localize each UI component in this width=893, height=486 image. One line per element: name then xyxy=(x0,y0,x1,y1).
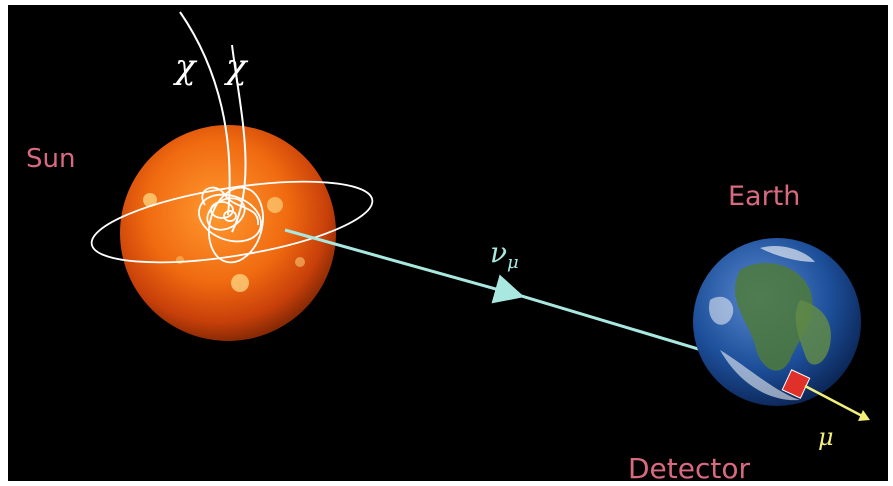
label-sun: Sun xyxy=(26,144,75,174)
label-earth: Earth xyxy=(728,181,800,212)
label-wimp-1: χ xyxy=(173,47,198,87)
label-neutrino: νμ xyxy=(490,236,519,273)
detector-box xyxy=(781,369,811,399)
sun xyxy=(120,125,336,341)
label-neutrino-subscript: μ xyxy=(507,252,519,273)
wimp-orbits xyxy=(90,180,374,264)
label-detector: Detector xyxy=(628,452,750,485)
neutrino-track xyxy=(284,228,525,304)
label-muon: μ xyxy=(818,423,834,451)
label-wimp-2: χ xyxy=(224,47,249,87)
label-neutrino-base: ν xyxy=(490,236,507,269)
muon-track xyxy=(804,384,870,421)
earth xyxy=(693,238,861,406)
